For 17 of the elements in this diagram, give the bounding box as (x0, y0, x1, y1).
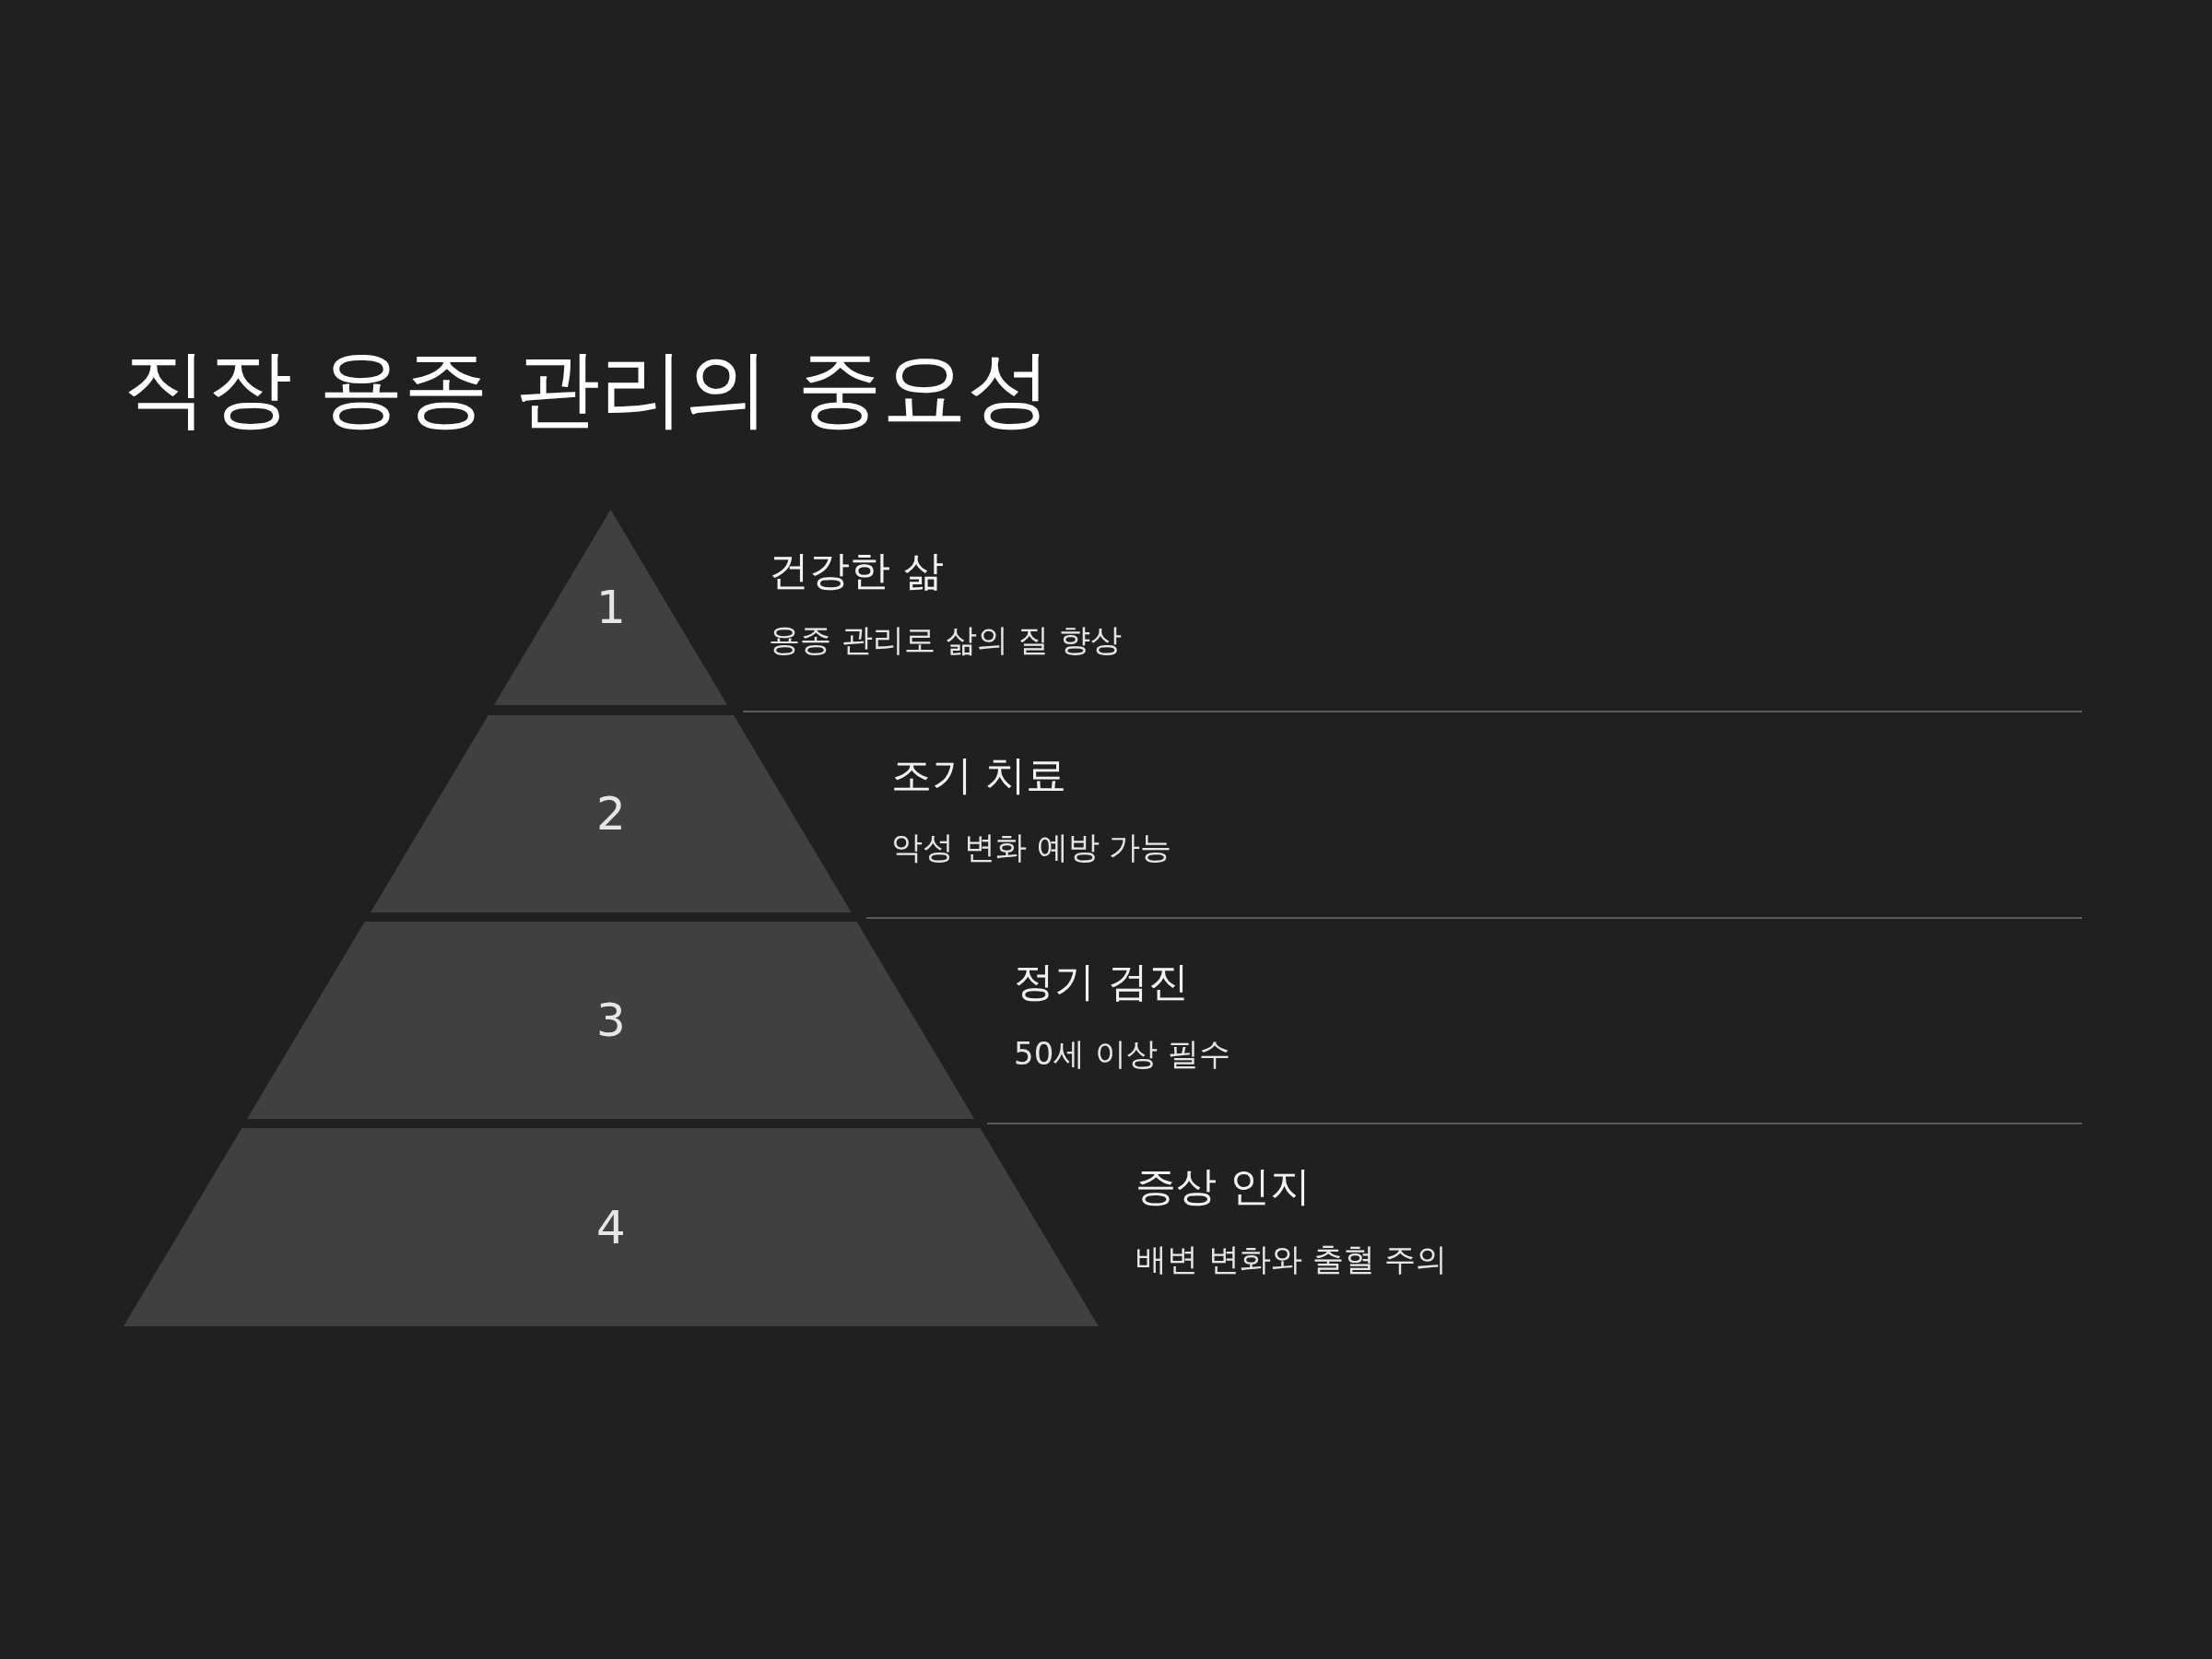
level-number: 3 (596, 994, 626, 1047)
level-number: 4 (596, 1200, 626, 1254)
pyramid-level (124, 1128, 1099, 1326)
level-description: 용종 관리로 삶의 질 향상 (769, 620, 1123, 660)
level-description: 50세 이상 필수 (1014, 1034, 1230, 1074)
level-heading: 정기 검진 (1014, 957, 1189, 1006)
pyramid-top-triangle (494, 510, 728, 705)
level-description: 배변 변화와 출혈 주의 (1135, 1240, 1448, 1279)
level-heading: 건강한 삶 (769, 546, 944, 595)
level-number: 1 (596, 581, 626, 634)
level-heading: 증상 인지 (1135, 1161, 1311, 1211)
level-heading: 조기 치료 (891, 750, 1066, 800)
level-number: 2 (596, 787, 626, 841)
title: 직장 용종 관리의 중요성 (123, 338, 1052, 440)
pyramid-level (247, 922, 975, 1119)
pyramid-level (371, 715, 852, 912)
level-description: 악성 변화 예방 가능 (891, 828, 1172, 867)
